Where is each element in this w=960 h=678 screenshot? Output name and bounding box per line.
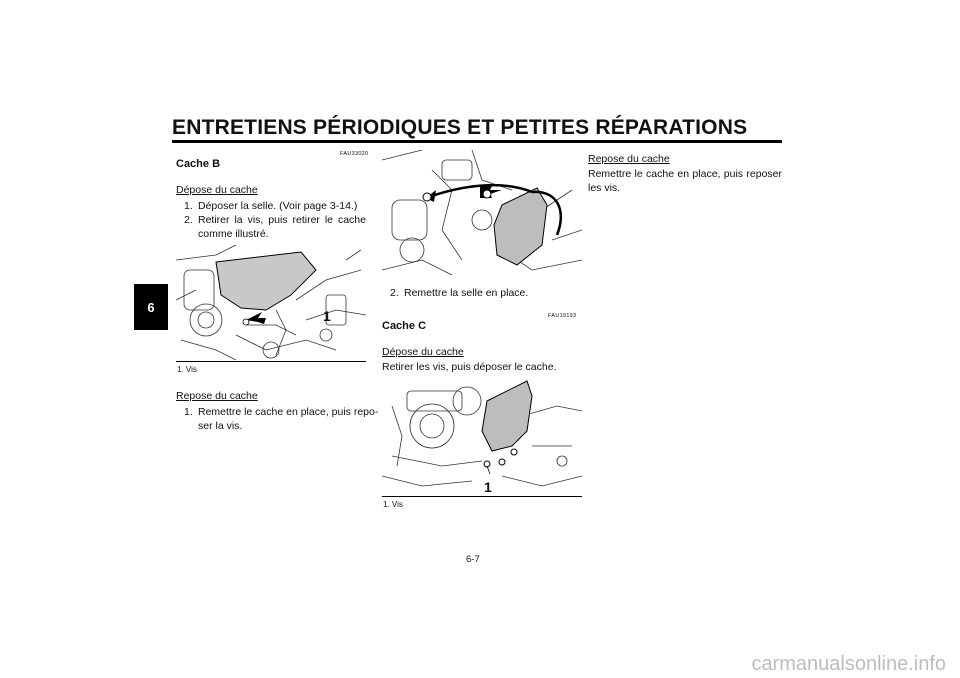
section-heading-cache-c: Cache C	[382, 320, 427, 332]
subheading-install: Repose du cache	[176, 390, 258, 402]
section-heading-cache-b: Cache B	[176, 158, 221, 170]
caption-rule	[382, 496, 582, 497]
step-number: 1.	[184, 200, 193, 212]
install-text: Remettre le cache en place, puis reposer	[588, 168, 782, 180]
watermark: carmanualsonline.info	[751, 653, 946, 675]
figure-cache-c	[382, 380, 582, 487]
figure-label: 1	[323, 308, 331, 324]
ref-code: FAU19193	[548, 313, 577, 319]
step-text: Retirer la vis, puis retirer le cache	[198, 214, 366, 226]
step-text: Remettre la selle en place.	[404, 287, 529, 299]
arrow-icon	[246, 312, 266, 324]
figure-caption: 1. Vis	[383, 500, 403, 509]
step-number: 1.	[184, 406, 193, 418]
step-text: Déposer la selle. (Voir page 3-14.)	[198, 200, 358, 212]
page-number: 6-7	[466, 554, 480, 565]
step-text: ser la vis.	[198, 420, 243, 432]
install-text: les vis.	[588, 182, 621, 194]
figure-caption: 1. Vis	[177, 365, 197, 374]
chapter-tab: 6	[134, 284, 168, 330]
caption-rule	[176, 361, 366, 362]
step-number: 2.	[184, 214, 193, 226]
ref-code: FAU33020	[340, 151, 369, 157]
step-number: 2.	[390, 287, 399, 299]
subheading-install: Repose du cache	[588, 153, 670, 165]
figure-label: 1	[484, 479, 492, 495]
subheading-removal: Dépose du cache	[382, 346, 464, 358]
figure-cache-b	[176, 244, 366, 360]
step-text: comme illustré.	[198, 228, 269, 240]
removal-text: Retirer les vis, puis déposer le cache.	[382, 361, 557, 373]
figure-cache-b-removal	[382, 150, 582, 276]
step-text: Remettre le cache en place, puis repo-	[198, 406, 379, 418]
subheading-removal: Dépose du cache	[176, 184, 258, 196]
title-rule	[172, 140, 782, 143]
page-title: ENTRETIENS PÉRIODIQUES ET PETITES RÉPARA…	[172, 116, 748, 139]
